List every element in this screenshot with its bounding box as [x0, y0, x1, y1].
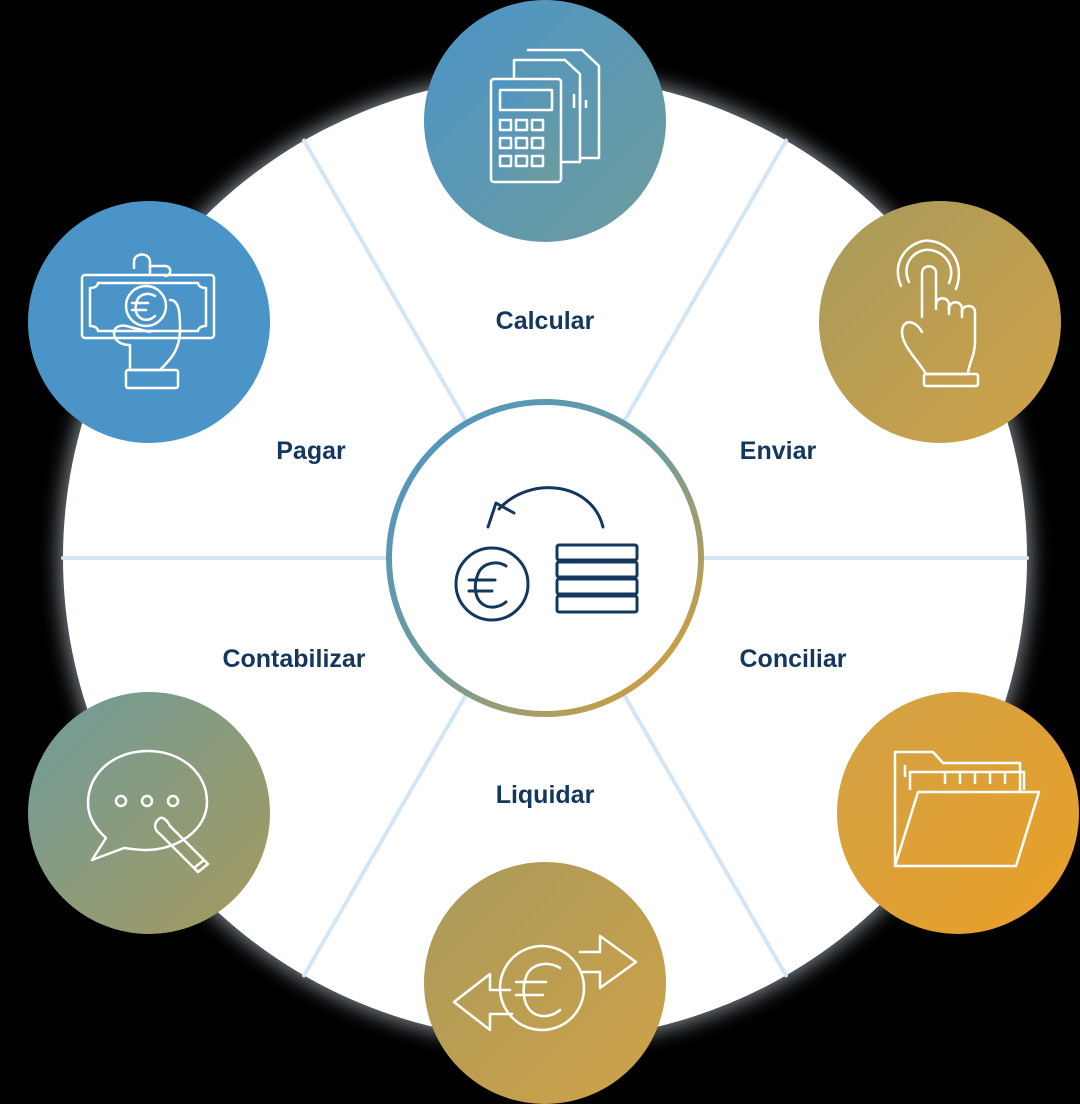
- tap-finger-icon: [896, 239, 980, 388]
- step-label-pagar: Pagar: [276, 437, 346, 465]
- open-folder-icon: [893, 750, 1041, 868]
- step-label-calcular: Calcular: [496, 307, 595, 335]
- center-hub: [386, 399, 704, 717]
- step-bubble-liquidar: [424, 862, 666, 1104]
- step-label-contabilizar: Contabilizar: [222, 645, 365, 673]
- hand-banknote-icon: [80, 253, 216, 390]
- wheel-dividers: [61, 138, 1029, 978]
- step-bubble-enviar: [819, 201, 1061, 443]
- divider-bottom-left: [302, 692, 468, 978]
- euro-exchange-arrows-icon: [452, 934, 638, 1032]
- step-bubble-contabilizar: [28, 692, 270, 934]
- euro-coins-exchange-icon: [454, 486, 639, 622]
- step-bubble-conciliar: [837, 692, 1079, 934]
- calculator-document-icon: [489, 48, 601, 184]
- step-bubble-calcular: [424, 0, 666, 242]
- step-label-conciliar: Conciliar: [740, 645, 847, 673]
- divider-top-right: [622, 138, 788, 424]
- step-label-enviar: Enviar: [740, 437, 817, 465]
- chat-pencil-icon: [86, 749, 210, 874]
- step-bubble-pagar: [28, 201, 270, 443]
- center-ring: [386, 399, 704, 717]
- divider-top-left: [302, 138, 468, 424]
- divider-bottom-right: [622, 692, 788, 978]
- step-label-liquidar: Liquidar: [496, 781, 595, 809]
